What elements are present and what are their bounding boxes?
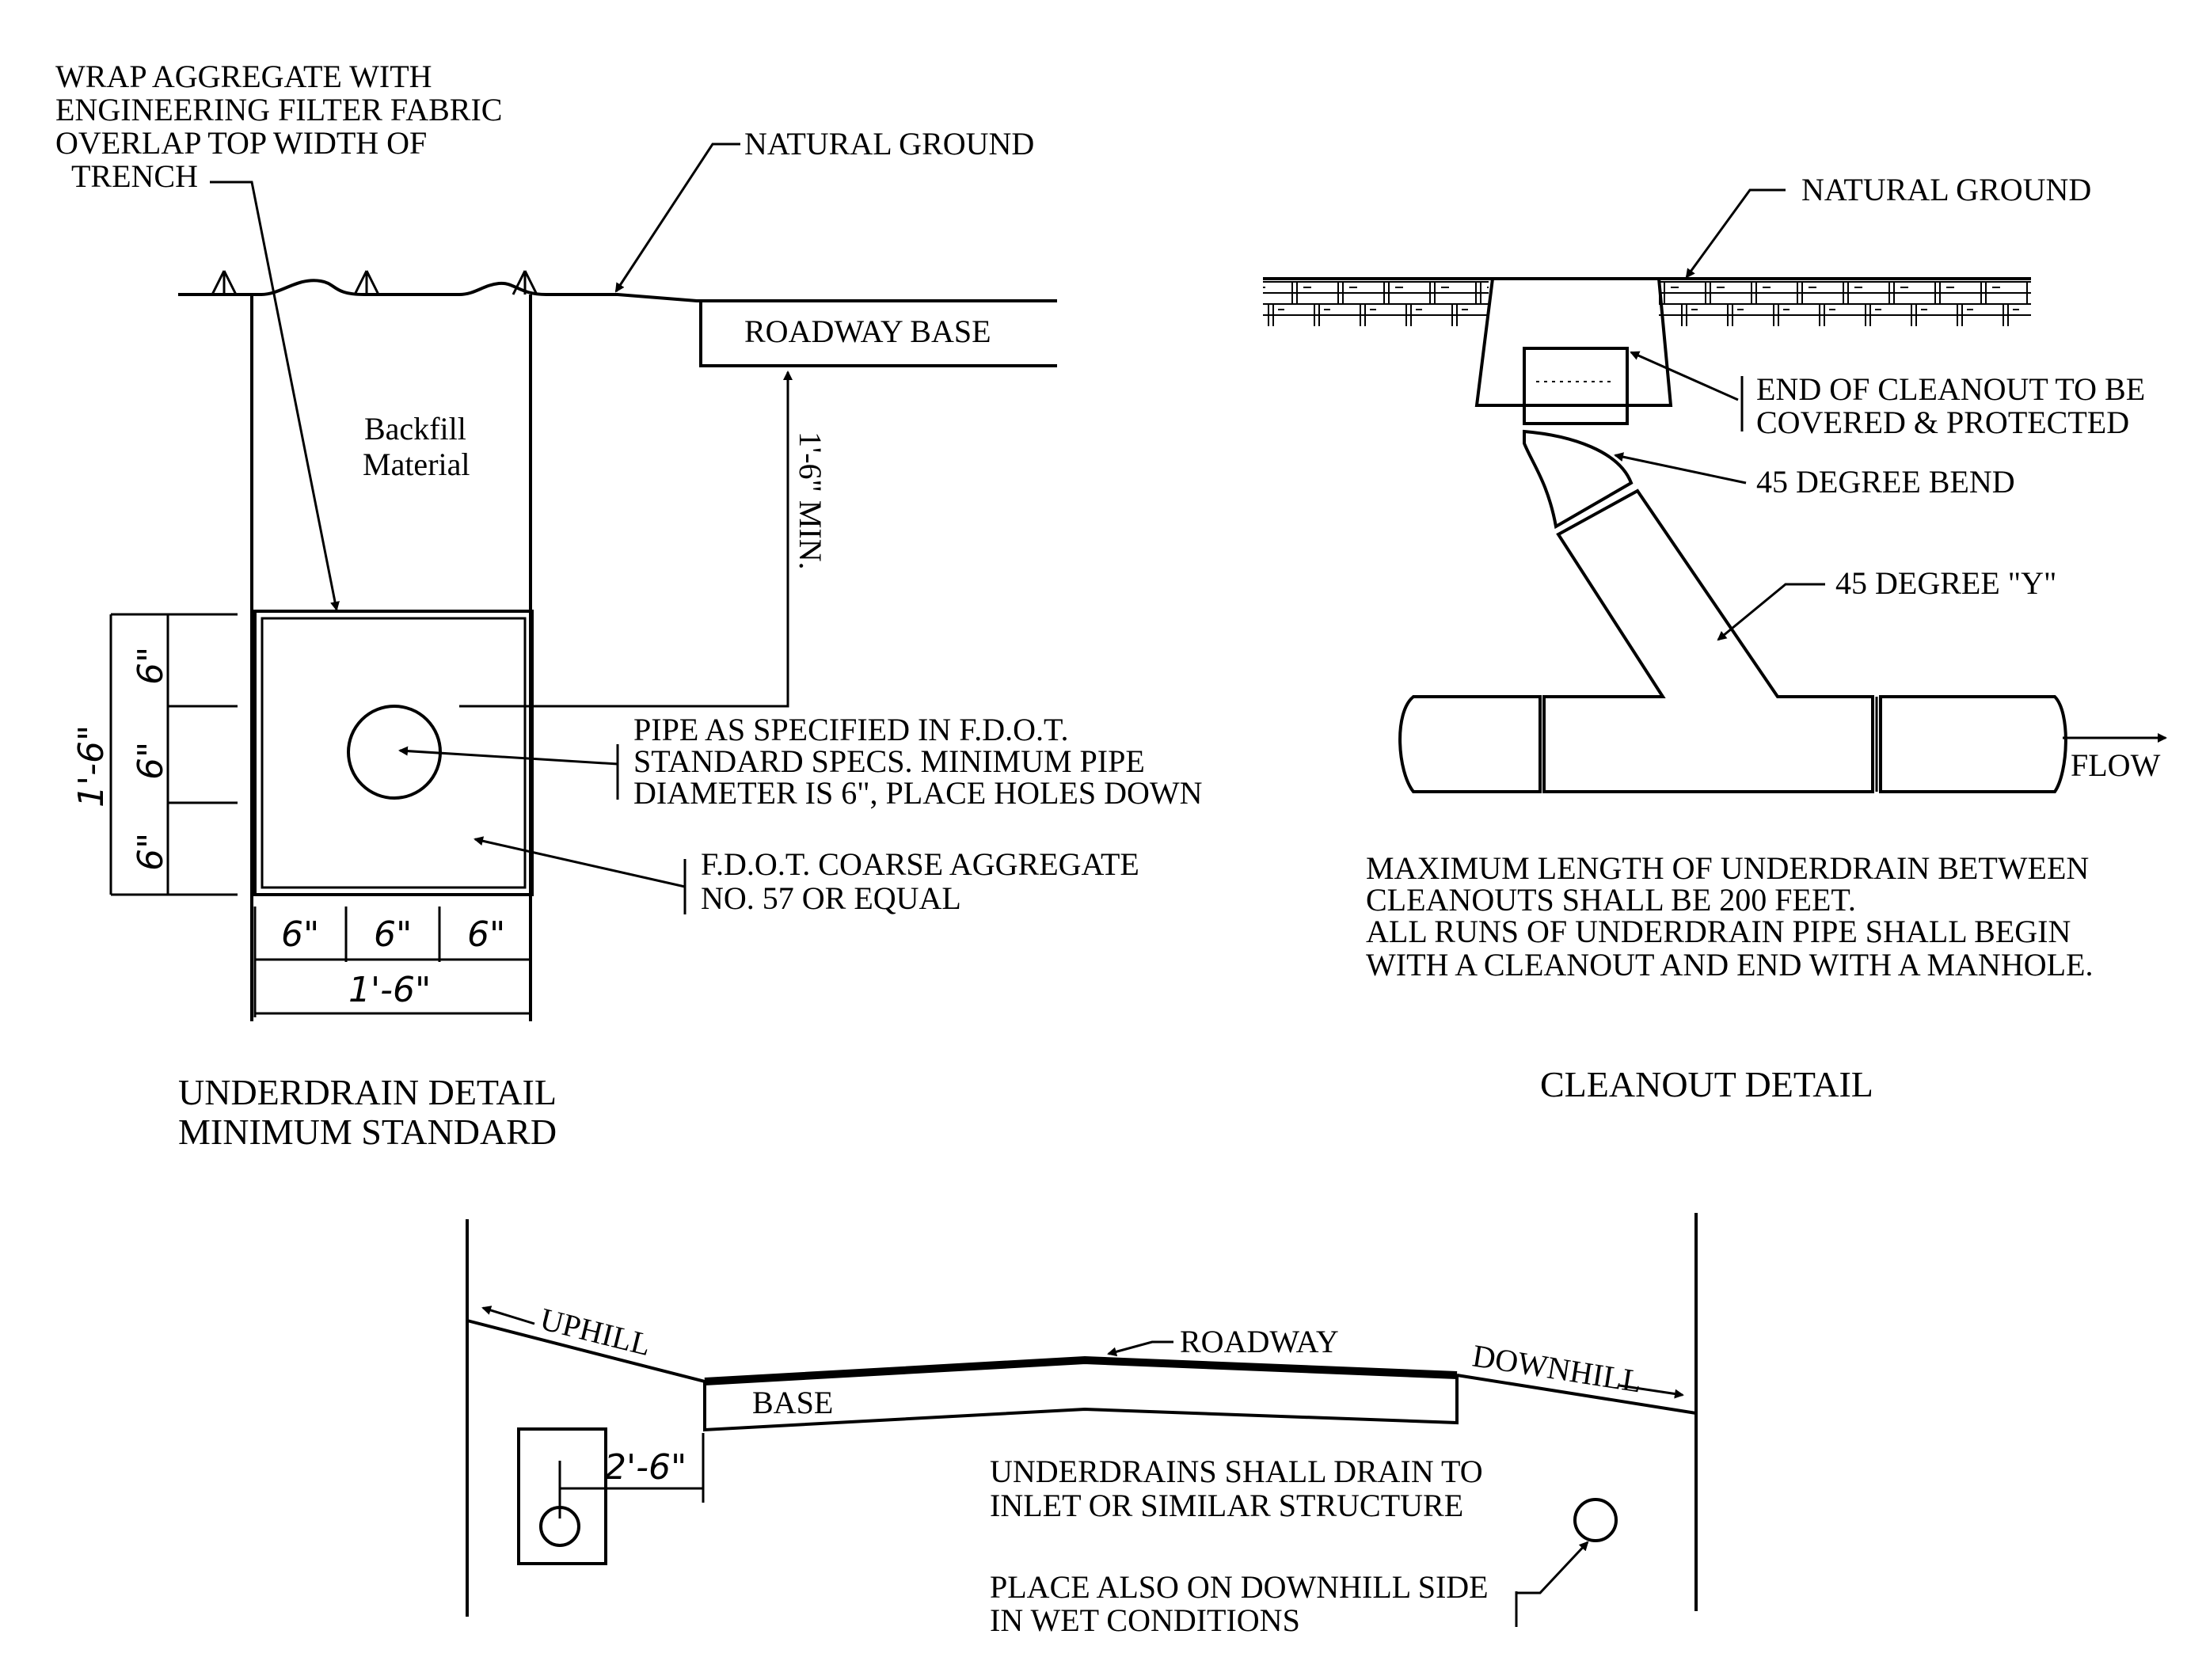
drain-note-line-2: INLET OR SIMILAR STRUCTURE	[990, 1488, 1463, 1523]
wye-label: 45 DEGREE "Y"	[1835, 565, 2056, 601]
natural-ground-leader-2	[1685, 188, 1786, 279]
wrap-note-line-3: OVERLAP TOP WIDTH OF	[55, 125, 427, 161]
pipe-note-line-1: PIPE AS SPECIFIED IN F.D.O.T.	[633, 712, 1068, 747]
cleanout-note-line-1: MAXIMUM LENGTH OF UNDERDRAIN BETWEEN	[1366, 850, 2089, 886]
natural-ground-label-2: NATURAL GROUND	[1801, 172, 2091, 207]
cleanout-note-line-4: WITH A CLEANOUT AND END WITH A MANHOLE.	[1366, 947, 2093, 983]
min-depth-leader	[459, 371, 793, 708]
pipe-note-line-2: STANDARD SPECS. MINIMUM PIPE	[633, 743, 1145, 779]
wrap-note-line-4: TRENCH	[71, 158, 198, 194]
dim-6-h1: 6"	[281, 914, 319, 955]
aggregate-note-line-1: F.D.O.T. COARSE AGGREGATE	[701, 846, 1139, 882]
downhill-note-line-1: PLACE ALSO ON DOWNHILL SIDE	[990, 1569, 1489, 1605]
aggregate-leader	[474, 836, 686, 888]
wye-leader	[1717, 583, 1825, 641]
dim-6-h2: 6"	[374, 914, 412, 955]
downhill-pipe	[1573, 1498, 1618, 1542]
roadway-label: ROADWAY	[1180, 1324, 1339, 1359]
cleanout-title: CLEANOUT DETAIL	[1540, 1064, 1873, 1104]
drain-note-line-1: UNDERDRAINS SHALL DRAIN TO	[990, 1454, 1483, 1489]
dim-total-h: 1'-6"	[348, 970, 431, 1010]
cleanout-note-line-3: ALL RUNS OF UNDERDRAIN PIPE SHALL BEGIN	[1366, 914, 2071, 949]
vertical-dimension-lines	[109, 613, 238, 896]
aggregate-box-inner	[261, 617, 527, 889]
downhill-slope	[1456, 1374, 1697, 1415]
soil-hatch-left	[1263, 279, 1489, 334]
pipe-left-section	[1398, 695, 1542, 793]
uphill-slope	[466, 1319, 706, 1383]
dim-6-v1: 6"	[131, 647, 171, 685]
end-note-line-2: COVERED & PROTECTED	[1756, 405, 2129, 440]
profile-offset-label: 2'-6"	[604, 1447, 687, 1488]
base-label: BASE	[752, 1385, 833, 1420]
cleanout-collar	[1474, 277, 1673, 407]
roadway-leader	[1107, 1340, 1173, 1357]
cleanout-note-line-2: CLEANOUTS SHALL BE 200 FEET.	[1366, 882, 1856, 918]
cleanout-cap	[1523, 347, 1629, 425]
aggregate-note-line-2: NO. 57 OR EQUAL	[701, 880, 961, 916]
dim-6-v3: 6"	[131, 833, 171, 871]
underdrain-title-line-2: MINIMUM STANDARD	[178, 1112, 557, 1152]
grass-symbols	[211, 270, 538, 295]
wrap-note-line-2: ENGINEERING FILTER FABRIC	[55, 92, 502, 127]
downhill-arrow	[1618, 1384, 1684, 1399]
profile-view: UPHILL ROADWAY DOWNHILL BASE 2'-6" UNDER…	[466, 1213, 1698, 1638]
roadway-base-outline	[699, 301, 1057, 367]
wrap-note-line-1: WRAP AGGREGATE WITH	[55, 59, 432, 94]
pipe-note-line-3: DIAMETER IS 6", PLACE HOLES DOWN	[633, 775, 1203, 811]
pipe-coupling-lines	[1542, 697, 1878, 792]
dim-total-v: 1'-6"	[71, 725, 112, 808]
end-note-line-1: END OF CLEANOUT TO BE	[1756, 371, 2145, 407]
backfill-label-2: Material	[363, 447, 470, 482]
profile-underdrain-box	[517, 1427, 607, 1565]
roadway-base-label: ROADWAY BASE	[744, 314, 991, 349]
base-outline	[703, 1375, 1459, 1432]
min-depth-label: 1'-6" MIN.	[793, 431, 828, 570]
horizontal-dimension-lines	[253, 907, 532, 1017]
dim-6-v2: 6"	[131, 742, 171, 780]
aggregate-box-outer	[253, 610, 534, 896]
end-note-leader	[1630, 351, 1739, 401]
uphill-arrow	[481, 1306, 535, 1325]
downhill-note-leader	[1515, 1542, 1588, 1627]
ground-line	[178, 279, 1057, 302]
natural-ground-label-1: NATURAL GROUND	[744, 126, 1034, 162]
bend-label: 45 DEGREE BEND	[1756, 464, 2015, 500]
pipe-right-section	[1879, 695, 2067, 793]
trench-walls	[250, 295, 532, 1021]
cleanout-detail: NATURAL GROUND END OF CLEANOUT TO BE COV…	[1263, 172, 2167, 1104]
wrap-leader	[210, 181, 340, 611]
bend-leader	[1614, 452, 1747, 485]
underdrain-title-line-1: UNDERDRAIN DETAIL	[178, 1072, 557, 1112]
wye-fitting	[1542, 488, 1874, 793]
downhill-note-line-2: IN WET CONDITIONS	[990, 1602, 1300, 1638]
flow-label: FLOW	[2071, 747, 2161, 783]
profile-offset-dimension	[558, 1433, 705, 1518]
soil-hatch-right	[1659, 279, 2031, 334]
bend-fitting	[1523, 429, 1634, 530]
pipe-leader	[398, 746, 618, 766]
natural-ground-leader-1	[614, 143, 740, 293]
backfill-label-1: Backfill	[364, 411, 466, 447]
underdrain-detail: WRAP AGGREGATE WITH ENGINEERING FILTER F…	[55, 59, 1203, 1152]
dim-6-h3: 6"	[467, 914, 505, 955]
roadway-surface	[704, 1355, 1458, 1385]
